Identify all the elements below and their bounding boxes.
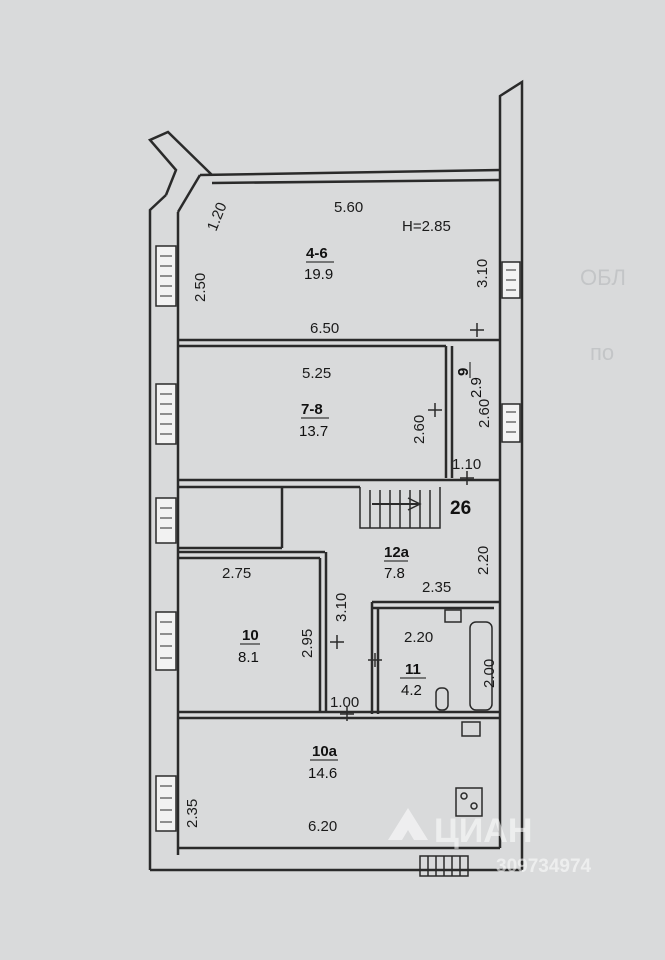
cian-watermark: ЦИАН 309734974 [388, 808, 592, 877]
toilet [435, 687, 449, 711]
dim-11-right: 2.00 [481, 659, 498, 688]
stove [455, 787, 483, 817]
bathroom-fixtures [435, 609, 493, 817]
dim-9-bottom: 1.10 [452, 456, 481, 473]
room-area: 8.1 [238, 649, 259, 666]
cian-logo-icon [388, 808, 428, 840]
room-label-10: 10 8.1 [238, 627, 260, 666]
dim-9-right: 2.60 [476, 399, 493, 428]
background-document-text: ОБЛ по [580, 265, 626, 365]
sink [444, 609, 462, 623]
room-label-11: 11 4.2 [400, 661, 426, 699]
room-label-4-6: 4-6 19.9 [304, 245, 334, 283]
dim-10-right: 3.10 [333, 593, 350, 622]
room-label-7-8: 7-8 13.7 [299, 401, 329, 440]
room-id: 10 [242, 627, 259, 644]
dim-10a-bottom: 6.20 [308, 818, 337, 835]
dim-7-8-top: 5.25 [302, 365, 331, 382]
room-area: 4.2 [401, 682, 422, 699]
room-id: 4-6 [306, 245, 328, 262]
bathtub [469, 621, 493, 711]
dim-12a-bottom: 2.35 [422, 579, 451, 596]
room-label-12a: 12a 7.8 [384, 544, 410, 582]
dim-4-6-diagonal: 1.20 [204, 200, 231, 233]
ceiling-height-label: H=2.85 [402, 218, 451, 235]
room-area: 19.9 [304, 266, 333, 283]
porch [419, 855, 469, 877]
svg-text:по: по [590, 340, 614, 365]
windows [155, 245, 521, 832]
dim-corridor-bottom: 1.00 [330, 694, 359, 711]
room-id: 12a [384, 544, 410, 561]
kitchen-sink [461, 721, 481, 737]
dim-11-top: 2.20 [404, 629, 433, 646]
stair-label: 26 [450, 498, 471, 519]
room-area: 14.6 [308, 765, 337, 782]
room-label-10a: 10a 14.6 [308, 743, 338, 782]
room-area: 13.7 [299, 423, 328, 440]
dim-4-6-bottom: 6.50 [310, 320, 339, 337]
window-mullions [160, 255, 516, 823]
room-id: 7-8 [301, 401, 323, 418]
outer-walls [147, 79, 524, 872]
watermark-listing-id: 309734974 [496, 856, 592, 877]
interior-walls [178, 338, 500, 720]
room-area: 2.9 [468, 377, 485, 398]
room-id: 10a [312, 743, 338, 760]
dim-10a-left: 2.35 [184, 799, 201, 828]
watermark-brand: ЦИАН [434, 812, 532, 850]
room-label-9: 9 2.9 [455, 362, 485, 398]
room-area: 7.8 [384, 565, 405, 582]
dim-12a-right: 2.20 [475, 546, 492, 575]
dim-10-top: 2.75 [222, 565, 251, 582]
dim-4-6-right: 3.10 [474, 259, 491, 288]
dim-7-8-right: 2.60 [411, 415, 428, 444]
dim-4-6-left: 2.50 [192, 273, 209, 302]
door-marks [330, 323, 484, 721]
room-id: 11 [405, 661, 421, 678]
dim-10-inner: 2.95 [299, 629, 316, 658]
dim-4-6-top: 5.60 [334, 199, 363, 216]
room-id: 9 [455, 368, 472, 376]
staircase [359, 487, 441, 529]
svg-text:ОБЛ: ОБЛ [580, 265, 626, 290]
